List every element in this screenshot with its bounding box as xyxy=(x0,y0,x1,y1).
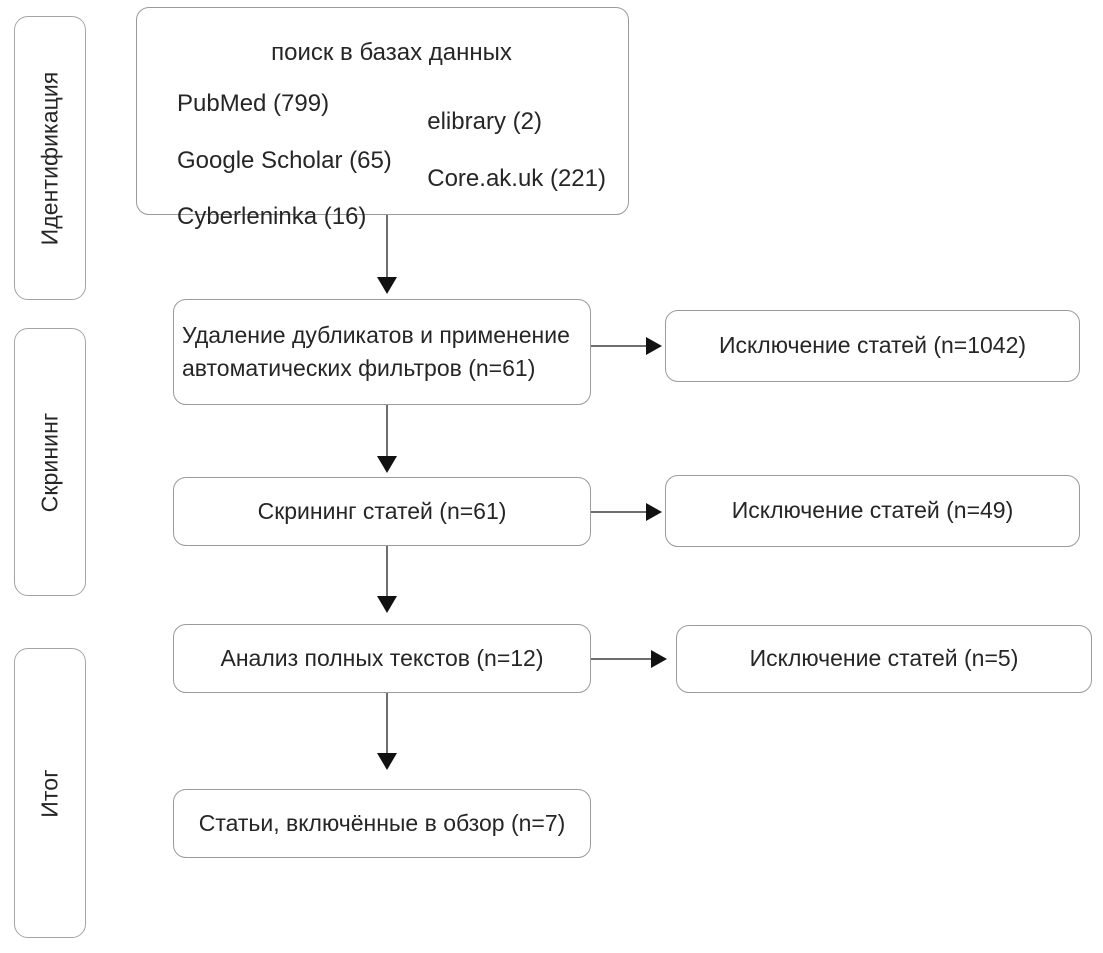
source-core-ak-uk: Core.ak.uk (221) xyxy=(427,164,606,192)
flow-box-fulltext: Анализ полных текстов (n=12) xyxy=(173,624,591,693)
connector-screening-to-excluded xyxy=(591,511,648,513)
arrowhead-fulltext-to-excluded xyxy=(651,650,667,668)
arrowhead-screening-to-excluded xyxy=(646,503,662,521)
source-pubmed: PubMed (799) xyxy=(177,89,330,117)
arrowhead-fulltext-to-included xyxy=(377,753,397,770)
arrowhead-dedup-to-excluded xyxy=(646,337,662,355)
flow-box-included: Статьи, включённые в обзор (n=7) xyxy=(173,789,591,858)
identification-sources-right: elibrary (2) Core.ak.uk (221) xyxy=(427,87,606,197)
exclusion-box-fulltext-text: Исключение статей (n=5) xyxy=(749,645,1019,672)
flow-box-dedup-text: Удаление дубликатов и применение автомат… xyxy=(182,321,570,381)
exclusion-box-screening-text: Исключение статей (n=49) xyxy=(731,497,1014,524)
stage-label-result-text: Итог xyxy=(36,768,63,818)
arrowhead-identification-to-dedup xyxy=(377,277,397,294)
stage-label-screening-text: Скрининг xyxy=(36,412,63,512)
identification-columns: PubMed (799) Google Scholar (65) Cyberle… xyxy=(177,87,606,235)
exclusion-box-dedup: Исключение статей (n=1042) xyxy=(665,310,1080,382)
connector-fulltext-to-included xyxy=(386,693,388,757)
identification-heading: поиск в базах данных xyxy=(271,39,512,66)
stage-label-result: Итог xyxy=(14,648,86,938)
flow-box-dedup: Удаление дубликатов и применение автомат… xyxy=(173,299,591,405)
exclusion-box-dedup-text: Исключение статей (n=1042) xyxy=(718,332,1027,359)
connector-dedup-to-excluded xyxy=(591,345,648,347)
arrowhead-dedup-to-screening xyxy=(377,456,397,473)
source-cyberleninka: Cyberleninka (16) xyxy=(177,203,367,231)
stage-label-identification-text: Идентификация xyxy=(36,71,63,245)
stage-label-identification: Идентификация xyxy=(14,16,86,300)
identification-sources-left: PubMed (799) Google Scholar (65) Cyberle… xyxy=(177,87,427,235)
connector-fulltext-to-excluded xyxy=(591,658,653,660)
connector-identification-to-dedup xyxy=(386,215,388,281)
connector-screening-to-fulltext xyxy=(386,546,388,600)
exclusion-box-fulltext: Исключение статей (n=5) xyxy=(676,625,1092,693)
flow-box-included-text: Статьи, включённые в обзор (n=7) xyxy=(198,809,566,836)
flow-box-fulltext-text: Анализ полных текстов (n=12) xyxy=(220,644,544,671)
connector-dedup-to-screening xyxy=(386,405,388,460)
arrowhead-screening-to-fulltext xyxy=(377,596,397,613)
identification-sources-box: поиск в базах данных PubMed (799) Google… xyxy=(136,7,629,230)
source-elibrary: elibrary (2) xyxy=(427,107,542,135)
flow-box-screening-text: Скрининг статей (n=61) xyxy=(257,497,507,524)
source-google-scholar: Google Scholar (65) xyxy=(177,146,392,174)
exclusion-box-screening: Исключение статей (n=49) xyxy=(665,475,1080,547)
flow-box-screening: Скрининг статей (n=61) xyxy=(173,477,591,546)
stage-label-screening: Скрининг xyxy=(14,328,86,596)
